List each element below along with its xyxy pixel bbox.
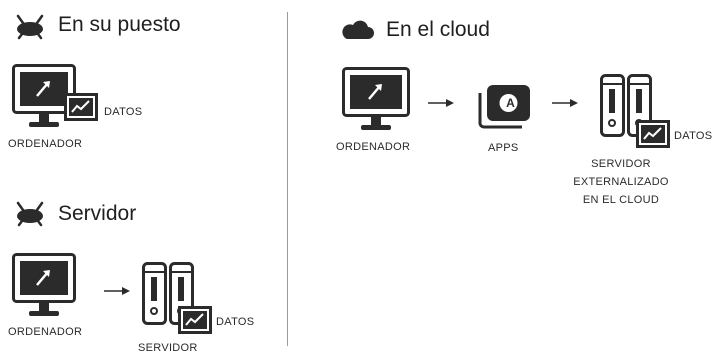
computer-icon [342, 67, 410, 130]
apps-label: APPS [488, 142, 519, 154]
section-divider [287, 12, 288, 346]
computer-label: ORDENADOR [8, 326, 83, 338]
server-label: SERVIDOR [138, 342, 198, 354]
server-icon [600, 74, 652, 137]
data-chart-icon [64, 93, 98, 121]
bug-icon [16, 201, 44, 227]
data-label: DATOS [216, 316, 255, 328]
apps-icon [478, 85, 530, 129]
computer-label: ORDENADOR [8, 138, 83, 150]
data-chart-icon [178, 306, 212, 334]
section-title-en-el-cloud: En el cloud [386, 18, 490, 41]
arrow-right-icon [428, 99, 454, 107]
server-label-line: EXTERNALIZADO [573, 176, 669, 188]
computer-icon [12, 64, 76, 127]
arrow-right-icon [104, 287, 130, 295]
computer-label: ORDENADOR [336, 141, 411, 153]
arrow-right-icon [552, 99, 578, 107]
server-label-line: EN EL CLOUD [582, 194, 660, 206]
data-chart-icon [636, 120, 670, 148]
section-title-servidor: Servidor [58, 202, 137, 225]
section-title-en-su-puesto: En su puesto [58, 13, 181, 36]
cloud-icon [342, 20, 374, 39]
data-label: DATOS [104, 106, 143, 118]
data-label: DATOS [674, 130, 713, 142]
bug-icon [16, 14, 44, 40]
apps-letter: A [506, 96, 515, 110]
computer-icon [12, 253, 76, 316]
server-label-line: SERVIDOR [591, 158, 651, 170]
